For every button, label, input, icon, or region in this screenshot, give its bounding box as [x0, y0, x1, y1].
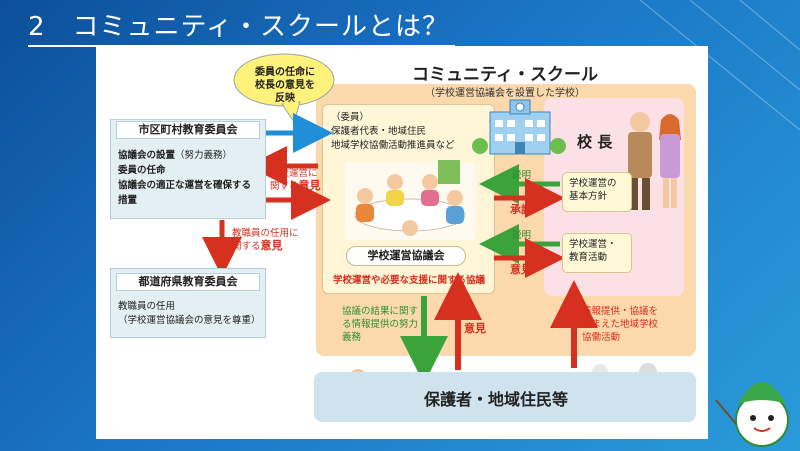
- school-ops-opinion-label: 学校運営に 関する意見: [270, 168, 321, 192]
- meeting-illustration: [345, 160, 475, 240]
- members-line1: 保護者代表・地域住民: [331, 126, 427, 137]
- members-heading: （委員）: [331, 112, 370, 123]
- info-duty-label: 協議の結果に関す る情報提供の努力 義務: [342, 306, 419, 343]
- municipal-board-duties: 協議会の設置（努力義務） 委員の任命 協議会の適正な運営を確保する 措置: [118, 150, 252, 206]
- members-line2: 地域学校協働活動推進員など: [331, 140, 455, 151]
- principal-label: 校 長: [577, 133, 613, 151]
- municipal-board-title: 市区町村教育委員会: [116, 121, 260, 139]
- council-note: 学校運営や必要な支援に関する協議: [332, 275, 485, 286]
- residents-label: 保護者・地域住民等: [424, 390, 569, 409]
- community-school-subtitle: （学校運営協議会を設置した学校）: [425, 88, 585, 99]
- staff-opinion-label: 教職員の任用に 関する意見: [232, 228, 299, 252]
- approve-label: 承認: [510, 203, 532, 216]
- community-school-title: コミュニティ・スクール: [412, 65, 598, 85]
- prefecture-board-duties: 教職員の任用 （学校運営協議会の意見を尊重）: [118, 301, 261, 326]
- speech-bubble: [233, 53, 335, 124]
- collaboration-label: 情報提供・協議を 踏まえた地域学校 協働活動: [582, 306, 659, 343]
- school-building-icon: [472, 99, 566, 155]
- mascot-icon: [715, 382, 789, 447]
- bubble-text: 委員の任命に 校長の意見を 反映: [255, 67, 315, 104]
- basic-policy-box: 学校運営の 基本方針: [562, 172, 632, 212]
- explain-label-1: 説明: [512, 170, 532, 181]
- education-activity-box: 学校運営・ 教育活動: [562, 233, 632, 273]
- prefecture-board-title: 都道府県教育委員会: [116, 273, 260, 291]
- opinion-up-label: 意見: [464, 322, 486, 335]
- explain-label-2: 説明: [512, 230, 532, 241]
- opinion-right-label: 意見: [510, 263, 532, 276]
- principal-illustration: [628, 112, 681, 210]
- council-label: 学校運営協議会: [346, 246, 466, 266]
- residents-band: [314, 372, 696, 422]
- council-members: （委員） 保護者代表・地域住民 地域学校協働活動推進員など: [331, 111, 455, 153]
